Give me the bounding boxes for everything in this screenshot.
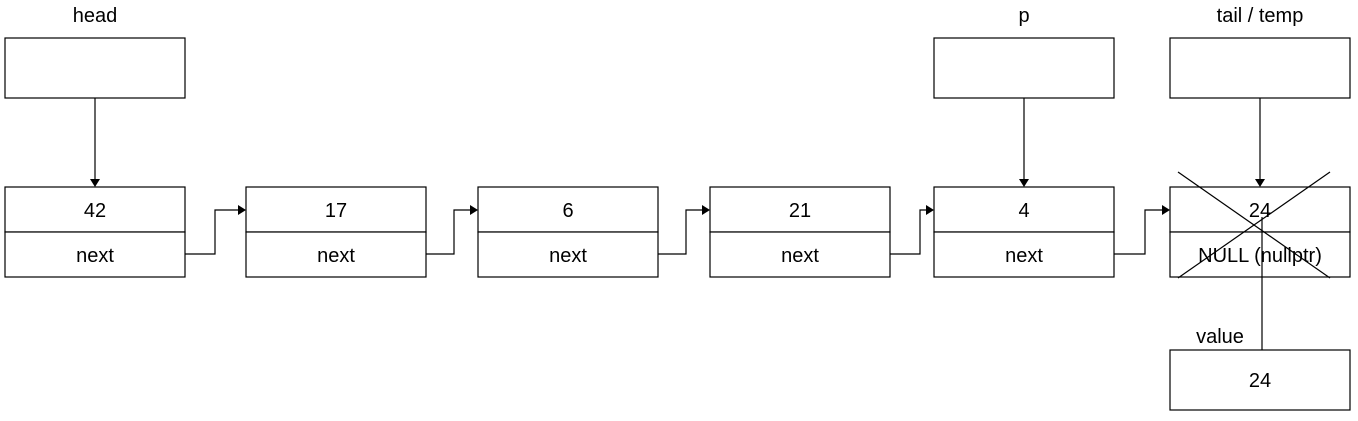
node-value: 21 <box>789 200 811 222</box>
list-node-2: 6 next <box>477 186 659 278</box>
next-connector-1-2 <box>426 209 470 255</box>
p-pointer-label: p <box>1018 5 1029 27</box>
node-next-cell <box>477 231 659 278</box>
node-value-cell <box>245 186 427 233</box>
node-value-cell <box>933 186 1115 233</box>
value-var-value: 24 <box>1249 370 1271 392</box>
list-node-1: 17 next <box>245 186 427 278</box>
list-node-0: 42 next <box>4 186 186 278</box>
node-value: 4 <box>1018 200 1029 222</box>
next-arrowhead-1-2 <box>470 205 478 215</box>
next-arrowhead-0-1 <box>238 205 246 215</box>
head-pointer-arrowhead <box>90 179 100 187</box>
node-next-cell <box>709 231 891 278</box>
p-pointer-arrowhead <box>1019 179 1029 187</box>
list-node-3: 21 next <box>709 186 891 278</box>
next-connector-3-4 <box>890 209 926 255</box>
next-connector-0-1 <box>185 209 238 255</box>
next-arrowhead-2-3 <box>702 205 710 215</box>
node-value: 42 <box>84 200 106 222</box>
node-next-label: next <box>781 245 819 267</box>
node-next-cell <box>4 231 186 278</box>
node-next-label: next <box>1005 245 1043 267</box>
node-value: 24 <box>1249 200 1271 222</box>
node-next-cell <box>245 231 427 278</box>
value-var-label: value <box>1196 326 1244 348</box>
list-node-5: 24 NULL (nullptr) <box>1169 186 1351 278</box>
node-next-label: NULL (nullptr) <box>1198 245 1322 267</box>
tail-pointer-box <box>1169 37 1351 99</box>
next-connector-4-5 <box>1114 209 1162 255</box>
node-value: 17 <box>325 200 347 222</box>
node-next-label: next <box>549 245 587 267</box>
value-var-box <box>1169 349 1351 411</box>
node-next-cell <box>933 231 1115 278</box>
node-next-cell <box>1169 231 1351 278</box>
list-node-4: 4 next <box>933 186 1115 278</box>
head-pointer-box <box>4 37 186 99</box>
node-next-label: next <box>317 245 355 267</box>
cross-out-line-2 <box>1177 171 1331 279</box>
next-arrowhead-3-4 <box>926 205 934 215</box>
p-pointer-box <box>933 37 1115 99</box>
tail-pointer-arrowhead <box>1255 179 1265 187</box>
node-value-cell <box>4 186 186 233</box>
head-pointer-label: head <box>73 5 118 27</box>
next-arrowhead-4-5 <box>1162 205 1170 215</box>
node-next-label: next <box>76 245 114 267</box>
next-connector-2-3 <box>658 209 702 255</box>
tail-pointer-label: tail / temp <box>1217 5 1304 27</box>
node-value-cell <box>709 186 891 233</box>
node-value: 6 <box>562 200 573 222</box>
